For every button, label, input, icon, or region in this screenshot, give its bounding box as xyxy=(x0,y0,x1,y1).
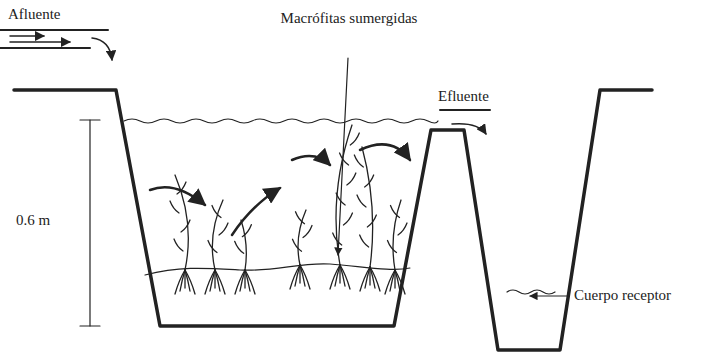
label: Macrófitas sumergidas xyxy=(272,10,426,27)
inflow-pipe xyxy=(0,30,112,60)
label: 0.6 m xyxy=(14,212,52,229)
receiving-water xyxy=(507,290,555,294)
effluent-outlet xyxy=(440,110,490,134)
water-surface xyxy=(124,119,438,123)
leader-line xyxy=(530,295,568,296)
macrophyte-plants xyxy=(170,125,407,294)
label: Efluente xyxy=(436,88,491,105)
flow-arrows xyxy=(150,144,410,235)
ground-profile xyxy=(14,90,652,350)
label: Afluente xyxy=(6,6,62,23)
label: Cuerpo receptor xyxy=(572,287,673,304)
depth-dimension xyxy=(80,120,100,326)
